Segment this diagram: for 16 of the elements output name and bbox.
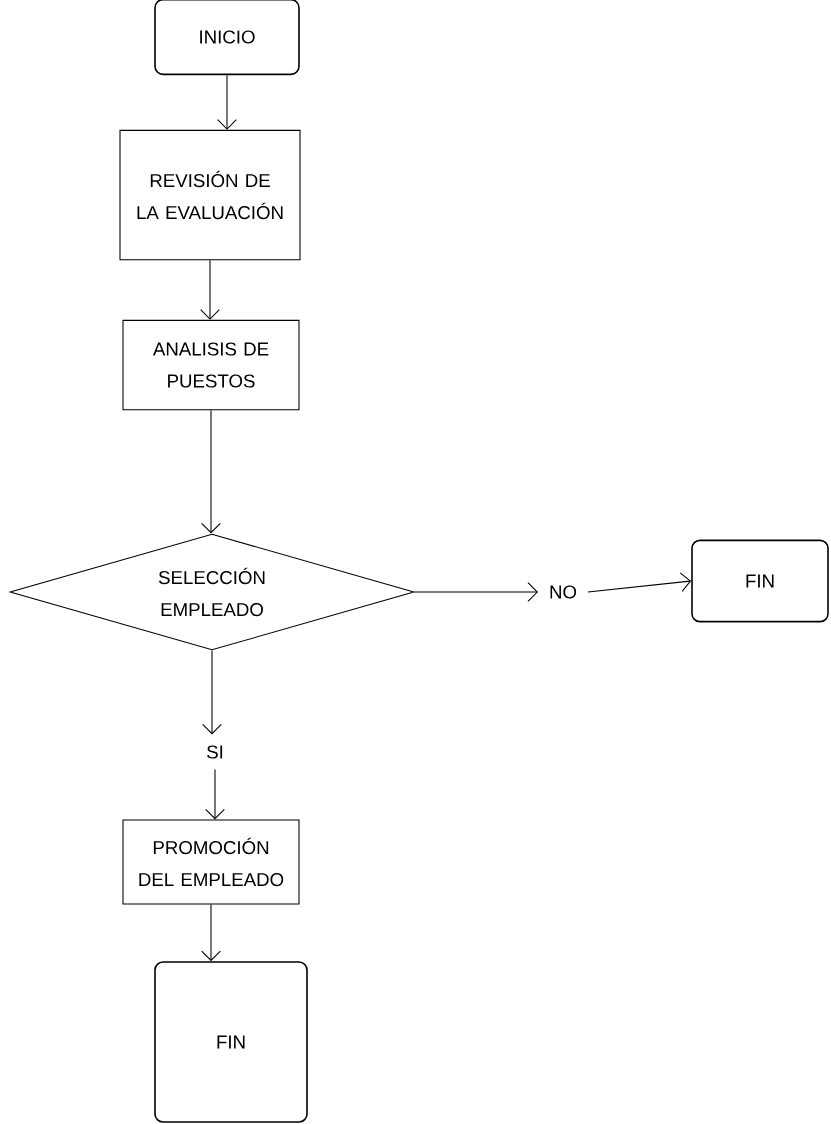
terminal-box: FIN bbox=[154, 961, 308, 1123]
process-box: REVISIÓN DE LA EVALUACIÓN bbox=[119, 129, 301, 261]
flow-label: NO bbox=[550, 585, 577, 599]
flow-label: SI bbox=[207, 745, 223, 759]
terminal-box: FIN bbox=[691, 539, 829, 623]
terminal-box: INICIO bbox=[154, 0, 300, 76]
arrow bbox=[201, 904, 221, 962]
process-box: PROMOCIÓN DEL EMPLEADO bbox=[122, 819, 300, 905]
process-box: ANALISIS DE PUESTOS bbox=[122, 319, 300, 411]
arrow bbox=[201, 409, 221, 534]
arrow bbox=[587, 572, 692, 593]
arrow bbox=[200, 259, 220, 320]
arrow bbox=[414, 582, 539, 602]
arrow bbox=[217, 74, 237, 130]
arrow bbox=[202, 650, 222, 735]
arrow bbox=[205, 769, 225, 820]
